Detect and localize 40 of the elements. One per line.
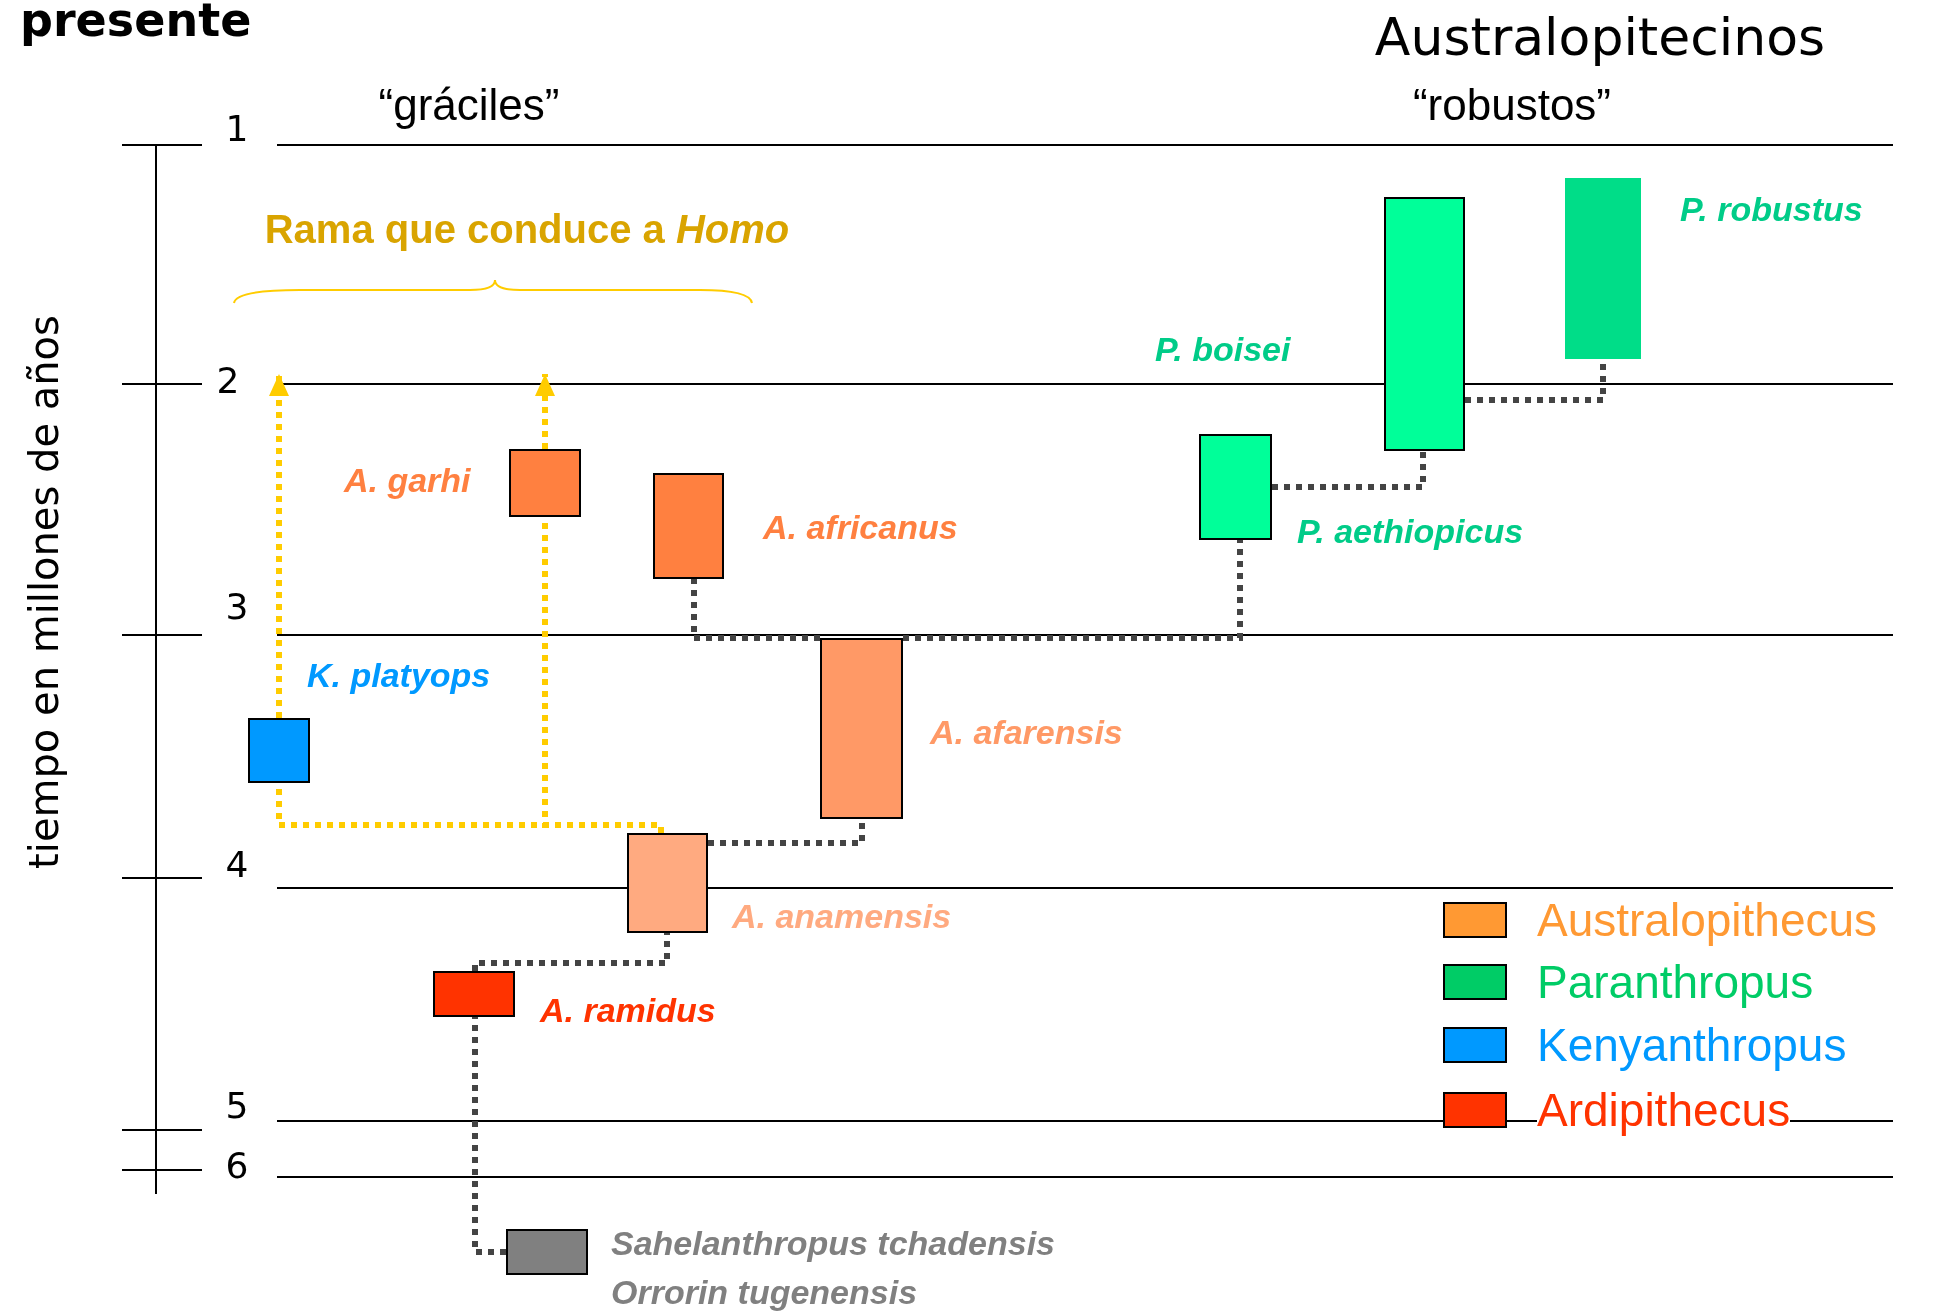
dotted-connector [903,540,1243,641]
species-label: A. garhi [344,460,471,500]
page-heading: presente [20,0,252,47]
species-label: P. aethiopicus [1297,511,1524,551]
dotted-arrow [269,374,289,718]
time-range-bar [1565,178,1641,359]
species-label: A. ramidus [540,990,716,1030]
species-label: Orrorin tugenensis [611,1272,918,1312]
species-label: P. robustus [1680,189,1863,229]
species-label: A. africanus [763,507,958,547]
time-range-bar [506,1229,588,1275]
species-label: K. platyops [307,655,491,695]
dotted-connector [691,579,820,641]
time-range-bar [509,449,581,517]
axis-tick-label: 6 [225,1144,249,1186]
axis-tick-label: 1 [225,107,249,149]
time-range-bar [433,971,515,1017]
axis-tick-label: 4 [225,843,249,885]
axis-tick-label: 5 [225,1084,249,1126]
species-label: P. boisei [1155,329,1291,369]
group-heading: Australopitecinos [1374,7,1826,67]
time-range-bar [1384,197,1465,451]
species-label: A. afarensis [930,712,1123,752]
axis-title: tiempo en millones de años [21,315,67,869]
time-range-bar [820,638,903,819]
time-range-bar [248,718,310,783]
dotted-connector [472,1017,506,1255]
axis-tick-label: 3 [225,585,249,627]
time-range-bar [653,473,724,579]
axis-tick-label: 2 [216,359,240,401]
time-range-bar [627,833,708,933]
dotted-connector [1272,451,1426,490]
group-heading: “robustos” [1412,80,1612,130]
dotted-connector [472,933,670,971]
branch-label: Rama que conduce a Homo [264,206,790,252]
group-heading: “gráciles” [378,80,560,130]
time-range-bar [1199,434,1272,540]
species-label: Sahelanthropus tchadensis [611,1223,1055,1263]
dotted-arrow [535,374,555,449]
species-label: A. anamensis [732,896,952,936]
